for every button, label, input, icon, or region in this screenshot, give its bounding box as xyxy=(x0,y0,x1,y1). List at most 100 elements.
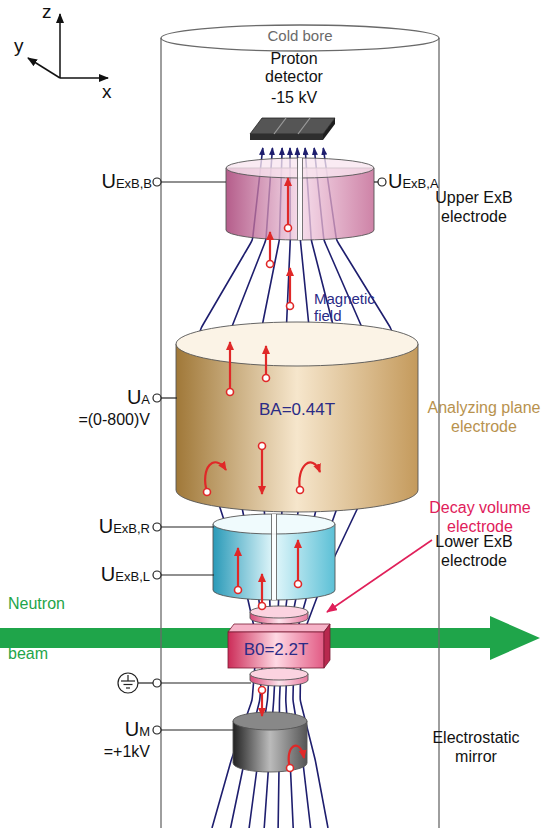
box-top xyxy=(228,624,330,632)
detector-voltage: -15 kV xyxy=(232,88,356,107)
cold-bore-cylinder: Cold boreProton detector-15 kVUpper ExB … xyxy=(160,24,440,828)
leader-line xyxy=(374,181,378,182)
proton-origin xyxy=(259,603,266,610)
proton-origin xyxy=(227,389,234,396)
detector-strip xyxy=(274,118,286,134)
voltage-label: UM xyxy=(60,718,150,743)
terminal-circle xyxy=(153,394,161,402)
axis-label: z xyxy=(42,0,58,23)
proton-trajectory xyxy=(229,342,231,392)
analyzing-plane-electrode: BA=0.44TAnalyzing plane electrode xyxy=(176,322,418,512)
proton-origin xyxy=(259,687,266,694)
electrode-gap-edge xyxy=(302,158,303,240)
box-front xyxy=(228,632,324,668)
ground-bar xyxy=(127,675,128,681)
proton-origin xyxy=(287,303,294,310)
electrode-gap-edge xyxy=(276,514,277,600)
lower-exb-electrode: Lower ExB electrode xyxy=(213,514,335,600)
ground-bar xyxy=(124,684,133,685)
electrode-top xyxy=(176,322,418,366)
leader-line xyxy=(161,682,251,683)
voltage-leaders xyxy=(153,178,386,734)
proton-origin xyxy=(204,489,211,496)
electrode-label: Decay volume electrode xyxy=(420,498,540,536)
proton-trajectory xyxy=(261,446,263,494)
proton-origin xyxy=(287,765,294,772)
proton-trajectory xyxy=(289,268,291,306)
proton-origin xyxy=(297,487,304,494)
proton-detector: Proton detector-15 kV xyxy=(250,118,335,142)
leader-line xyxy=(161,729,234,730)
node-outline xyxy=(250,118,335,142)
box-side xyxy=(324,624,330,668)
terminal-circle xyxy=(153,726,161,734)
leader-line xyxy=(161,574,214,575)
proton-trajectory xyxy=(261,574,263,606)
proton-origin xyxy=(263,375,270,382)
upper-exb-electrode: Upper ExB electrode xyxy=(226,158,374,240)
bore-rim xyxy=(161,25,439,51)
node-outline xyxy=(226,158,374,240)
leader-line xyxy=(161,181,226,182)
electrode-gap-edge xyxy=(271,514,272,600)
beam-label: Neutron beam xyxy=(8,579,88,679)
voltage-label: UExB,A xyxy=(388,170,488,195)
terminal-circle xyxy=(153,523,161,531)
electrode-body xyxy=(176,344,418,512)
proton-origin xyxy=(259,443,266,450)
electrode-gap-edge xyxy=(297,158,298,240)
axis-arrow xyxy=(59,14,61,78)
proton-trajectory xyxy=(287,178,289,228)
bore-wall xyxy=(160,38,161,828)
ground-symbol xyxy=(118,673,153,693)
proton-origin xyxy=(267,261,274,268)
electrode-gap xyxy=(272,514,277,600)
bore-wall xyxy=(438,38,439,828)
decay-volume-electrode: B0=2.2TDecay volume electrode xyxy=(228,606,330,686)
electrode-label: Upper ExB electrode xyxy=(418,188,530,226)
proton-trajectory xyxy=(299,462,320,490)
ground-wire xyxy=(138,682,153,683)
detector-strip xyxy=(298,118,310,134)
axis-arrow xyxy=(28,58,60,78)
proton-trajectory xyxy=(297,540,299,584)
field-value: BA=0.44T xyxy=(227,400,367,420)
electrode-label: Electrostatic mirror xyxy=(420,728,532,766)
field-value: B0=2.2T xyxy=(228,640,324,660)
detector-face xyxy=(250,118,335,134)
ground-ring xyxy=(118,673,138,693)
terminal-circle xyxy=(153,178,161,186)
electrostatic-mirror: Electrostatic mirror xyxy=(233,712,307,772)
proton-trajectory xyxy=(265,346,267,378)
voltage-label: UA xyxy=(60,386,150,411)
bore-label: Cold bore xyxy=(250,27,350,45)
proton-trajectories xyxy=(204,178,321,772)
terminal-circle xyxy=(378,178,386,186)
voltage-label: UExB,B xyxy=(62,170,152,195)
proton-origin xyxy=(285,225,292,232)
coordinate-axes xyxy=(28,14,108,78)
leader-line xyxy=(161,526,214,527)
terminal-circle xyxy=(153,679,161,687)
proton-trajectory xyxy=(205,462,226,492)
axis-label: y xyxy=(14,34,30,57)
voltage-value: =+1kV xyxy=(40,742,150,761)
ground-bar xyxy=(126,687,130,688)
leader-line xyxy=(161,397,177,398)
proton-trajectory xyxy=(237,548,239,590)
detector-front xyxy=(250,134,323,140)
axis-arrow xyxy=(60,77,108,79)
electrode-label: Analyzing plane electrode xyxy=(423,398,545,436)
node-outline xyxy=(213,514,335,600)
electrode-gap xyxy=(298,158,303,240)
axis-label: x xyxy=(102,80,118,103)
node-outline xyxy=(233,712,307,772)
proton-origin xyxy=(295,581,302,588)
field-label: Magnetic field xyxy=(314,290,386,324)
electrode-top xyxy=(233,712,307,730)
detector-label: Proton detector xyxy=(252,50,336,86)
voltage-label: UExB,R xyxy=(60,515,150,540)
ring-top xyxy=(250,668,308,680)
